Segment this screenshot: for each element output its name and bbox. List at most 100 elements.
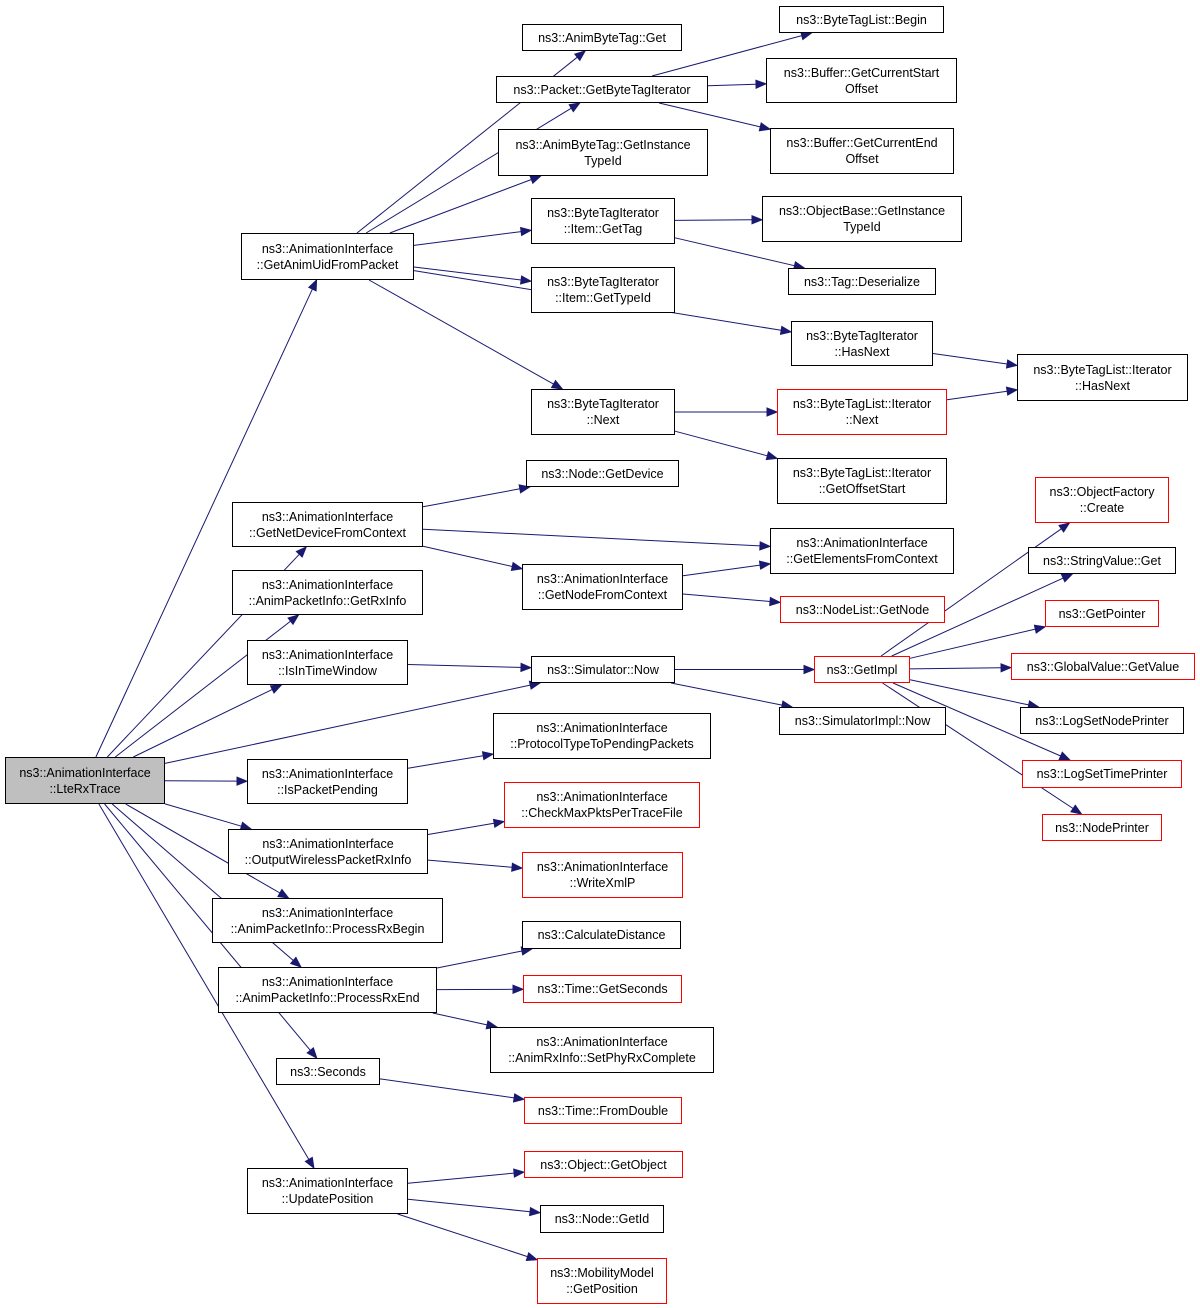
call-edge-arrowhead (758, 560, 772, 570)
node-get-impl[interactable]: ns3::GetImpl (814, 656, 910, 683)
call-edge (932, 353, 1008, 365)
node-calculate-distance[interactable]: ns3::CalculateDistance (522, 921, 681, 949)
node-node-get-device[interactable]: ns3::Node::GetDevice (526, 460, 679, 487)
call-edge-arrowhead (520, 662, 533, 673)
node-label-line: ::ProtocolTypeToPendingPackets (510, 737, 694, 751)
node-get-node-from-context[interactable]: ns3::AnimationInterface::GetNodeFromCont… (522, 564, 683, 610)
node-label-line: ns3::GetImpl (826, 662, 898, 677)
node-set-phy-rx-complete[interactable]: ns3::AnimationInterface::AnimRxInfo::Set… (490, 1027, 714, 1073)
node-tag-deserialize[interactable]: ns3::Tag::Deserialize (788, 268, 936, 295)
call-edge-arrowhead (573, 50, 587, 62)
node-seconds[interactable]: ns3::Seconds (276, 1058, 380, 1085)
call-edge-arrowhead (277, 888, 290, 899)
node-byte-tag-list-iterator-get-offset-start[interactable]: ns3::ByteTagList::Iterator::GetOffsetSta… (777, 458, 947, 504)
node-simulator-now[interactable]: ns3::Simulator::Now (531, 656, 675, 683)
node-output-wireless-packet-rx-info[interactable]: ns3::AnimationInterface::OutputWirelessP… (228, 829, 428, 874)
node-label-line: ::HasNext (834, 344, 890, 359)
call-edge-arrowhead (755, 79, 768, 89)
node-get-rx-info[interactable]: ns3::AnimationInterface::AnimPacketInfo:… (232, 570, 423, 615)
call-edge-arrowhead (304, 1156, 315, 1170)
call-edge (946, 390, 1008, 401)
call-edge-arrowhead (1000, 663, 1013, 673)
node-label-line: ns3::AnimationInterface (261, 509, 394, 524)
node-string-value-get[interactable]: ns3::StringValue::Get (1028, 547, 1176, 574)
node-label-line: ns3::LogSetNodePrinter (1035, 713, 1169, 728)
node-label-line: ns3::AnimationInterface (261, 766, 394, 781)
node-label-line: ns3::AnimationInterface (536, 790, 668, 804)
node-label-line: ns3::AnimationInterface (261, 975, 394, 989)
node-get-pointer[interactable]: ns3::GetPointer (1045, 600, 1159, 627)
node-node-printer[interactable]: ns3::NodePrinter (1042, 814, 1162, 841)
node-label-line: ns3::AnimByteTag::Get (538, 30, 666, 45)
node-label-line: ::IsPacketPending (277, 782, 378, 797)
node-update-position[interactable]: ns3::AnimationInterface::UpdatePosition (247, 1168, 408, 1214)
node-mobility-model-get-position[interactable]: ns3::MobilityModel::GetPosition (537, 1258, 667, 1304)
node-label-line: ::OutputWirelessPacketRxInfo (244, 852, 412, 867)
call-edge (432, 1012, 488, 1026)
node-process-rx-end[interactable]: ns3::AnimationInterface::AnimPacketInfo:… (218, 967, 437, 1013)
node-process-rx-begin[interactable]: ns3::AnimationInterface::AnimPacketInfo:… (212, 898, 443, 943)
node-label-line: ::Create (1079, 501, 1125, 515)
node-write-xml-p[interactable]: ns3::AnimationInterface::WriteXmlP (522, 852, 683, 898)
node-label-line: ::AnimPacketInfo::ProcessRxBegin (230, 921, 425, 936)
call-edge-arrowhead (803, 664, 816, 675)
node-is-in-time-window[interactable]: ns3::AnimationInterface::IsInTimeWindow (247, 640, 408, 685)
node-byte-tag-list-iterator-next[interactable]: ns3::ByteTagList::Iterator::Next (777, 389, 947, 435)
node-label-line: ns3::ByteTagList::Begin (796, 12, 927, 27)
call-edge (365, 107, 572, 234)
node-nodelist-get-node[interactable]: ns3::NodeList::GetNode (780, 596, 945, 623)
node-anim-byte-tag-get[interactable]: ns3::AnimByteTag::Get (522, 24, 682, 51)
node-label-line: ns3::Node::GetDevice (541, 466, 664, 481)
node-object-get-object[interactable]: ns3::Object::GetObject (524, 1151, 683, 1178)
call-edge-arrowhead (1033, 624, 1047, 634)
call-edge-arrowhead (1070, 804, 1083, 815)
node-packet-get-byte-tag-iterator[interactable]: ns3::Packet::GetByteTagIterator (496, 76, 708, 103)
node-object-factory-create[interactable]: ns3::ObjectFactory::Create (1035, 477, 1169, 523)
node-item-get-typeid[interactable]: ns3::ByteTagIterator::Item::GetTypeId (531, 267, 675, 313)
node-get-anim-uid-from-packet[interactable]: ns3::AnimationInterface::GetAnimUidFromP… (241, 233, 414, 280)
call-edge-arrowhead (307, 278, 318, 292)
call-edge (125, 803, 281, 894)
node-label-line: ::Item::GetTypeId (555, 291, 651, 305)
node-node-get-id[interactable]: ns3::Node::GetId (540, 1205, 664, 1233)
node-time-get-seconds[interactable]: ns3::Time::GetSeconds (523, 975, 682, 1003)
node-get-net-device-from-context[interactable]: ns3::AnimationInterface::GetNetDeviceFro… (232, 502, 423, 547)
call-edge (95, 288, 313, 758)
node-byte-tag-list-begin[interactable]: ns3::ByteTagList::Begin (779, 6, 944, 33)
node-item-get-tag[interactable]: ns3::ByteTagIterator::Item::GetTag (531, 198, 675, 244)
node-time-from-double[interactable]: ns3::Time::FromDouble (524, 1097, 682, 1124)
node-byte-tag-list-iterator-has-next[interactable]: ns3::ByteTagList::Iterator::HasNext (1017, 354, 1188, 401)
node-label-line: ::Next (845, 413, 879, 427)
node-simulator-impl-now[interactable]: ns3::SimulatorImpl::Now (779, 707, 946, 735)
call-edge-arrowhead (529, 175, 542, 185)
node-get-elements-from-context[interactable]: ns3::AnimationInterface::GetElementsFrom… (770, 528, 954, 574)
call-edge-arrowhead (236, 776, 249, 786)
node-byte-tag-iterator-next[interactable]: ns3::ByteTagIterator::Next (531, 389, 675, 435)
node-log-set-node-printer[interactable]: ns3::LogSetNodePrinter (1020, 707, 1184, 734)
node-label-line: ns3::Seconds (290, 1064, 366, 1079)
node-check-max-pkts-per-trace-file[interactable]: ns3::AnimationInterface::CheckMaxPktsPer… (504, 782, 700, 828)
node-protocol-type-to-pending-packets[interactable]: ns3::AnimationInterface::ProtocolTypeToP… (493, 713, 711, 759)
node-log-set-time-printer[interactable]: ns3::LogSetTimePrinter (1022, 760, 1182, 788)
call-edge-arrowhead (520, 226, 533, 237)
call-edge (164, 803, 242, 827)
call-edge-arrowhead (511, 862, 524, 872)
call-edge (882, 682, 1074, 809)
call-edge-arrowhead (269, 684, 283, 694)
node-label-line: ns3::GetPointer (1058, 606, 1146, 621)
node-is-packet-pending[interactable]: ns3::AnimationInterface::IsPacketPending (247, 759, 408, 804)
call-edge-arrowhead (1058, 522, 1071, 533)
node-byte-tag-iterator-has-next[interactable]: ns3::ByteTagIterator::HasNext (791, 321, 933, 366)
call-edge (427, 859, 513, 868)
node-label-line: ::LteRxTrace (49, 781, 121, 796)
node-global-value-get-value[interactable]: ns3::GlobalValue::GetValue (1011, 653, 1195, 680)
node-label-line: ns3::ByteTagIterator (806, 328, 918, 343)
node-label-line: ::GetAnimUidFromPacket (256, 257, 399, 272)
call-edge-arrowhead (1005, 359, 1019, 369)
call-edge (98, 803, 310, 1160)
node-label-line: ns3::Simulator::Now (547, 662, 659, 677)
